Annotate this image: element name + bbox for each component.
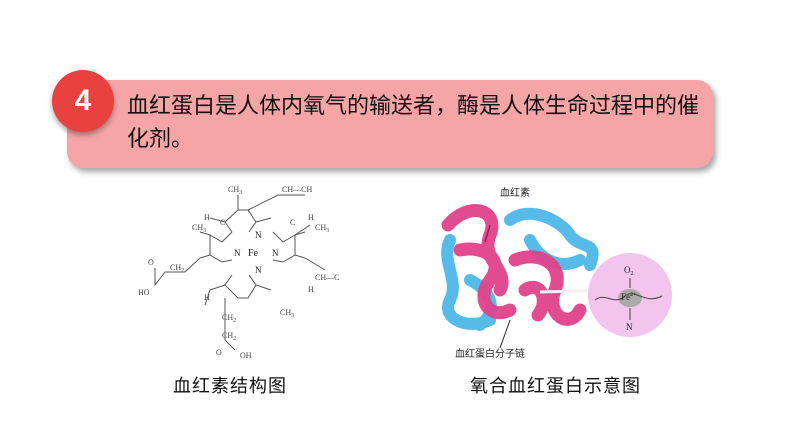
hemoglobin-diagram: 血红素 血红蛋白分子链 O2 Fe2+ N xyxy=(441,186,672,360)
heme-n-right: N xyxy=(272,248,279,258)
label-chain: 血红蛋白分子链 xyxy=(455,347,525,360)
heme-n-bottom: N xyxy=(255,265,262,275)
heme-c-right: C xyxy=(290,218,295,227)
label-fe: Fe2+ xyxy=(621,292,637,302)
heme-ho-left: HO xyxy=(138,288,150,297)
heme-ch2-bottom-1: CH2 xyxy=(222,313,236,324)
heme-vinyl-top: CH—CH xyxy=(282,185,312,194)
label-o2: O2 xyxy=(624,265,634,277)
heme-oh-bottom: OH xyxy=(240,351,252,360)
label-heme: 血红素 xyxy=(500,186,530,199)
heme-ch3-bottom: CH3 xyxy=(280,308,294,319)
hemoglobin-caption: 氧合血红蛋白示意图 xyxy=(470,376,641,397)
title-banner: 血红蛋白是人体内氧气的输送者，酶是人体生命过程中的催化剂。 xyxy=(67,80,713,168)
label-n: N xyxy=(626,322,633,332)
heme-h-bottom-right: H xyxy=(308,285,314,294)
heme-caption: 血红素结构图 xyxy=(173,376,287,397)
heme-n-left: N xyxy=(234,248,241,258)
heme-ch3-left: CH3 xyxy=(192,223,206,234)
heme-ch3-right: CH3 xyxy=(315,223,329,234)
heme-h-right: H xyxy=(308,213,314,222)
heme-c-left: C xyxy=(220,218,225,227)
heme-o-bottom: O xyxy=(216,348,222,357)
heme-vinyl-right: CH—C xyxy=(315,273,339,282)
heme-fe-label: Fe xyxy=(248,248,259,259)
heme-structure-diagram: Fe N N N N C C H H H H CH3 CH—CH CH3 CH3… xyxy=(138,185,339,360)
heme-n-top: N xyxy=(255,230,262,240)
heme-ch3-top: CH3 xyxy=(228,185,242,196)
heme-ch2-left: CH2 xyxy=(170,263,184,274)
heme-o-left: O xyxy=(148,258,154,267)
banner-text: 血红蛋白是人体内氧气的输送者，酶是人体生命过程中的催化剂。 xyxy=(127,94,700,152)
heme-h-left: H xyxy=(204,213,210,222)
heme-ch2-bottom-2: CH2 xyxy=(222,331,236,342)
heme-h-bottom-left: H xyxy=(204,293,210,302)
step-number-badge: 4 xyxy=(52,70,114,132)
